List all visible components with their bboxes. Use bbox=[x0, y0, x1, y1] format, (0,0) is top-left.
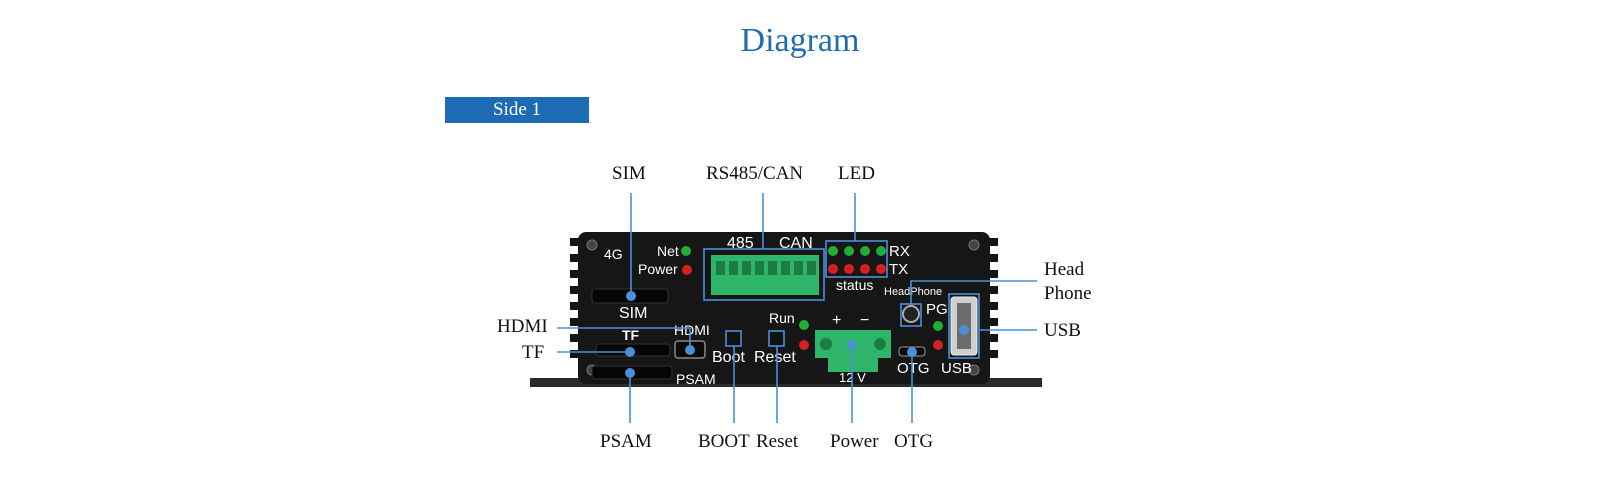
panel-power: Power bbox=[638, 261, 678, 277]
page-title: Diagram bbox=[740, 22, 860, 59]
leader-dots bbox=[625, 291, 969, 378]
callout-rs485-can: RS485/CAN bbox=[706, 163, 804, 184]
status-leds bbox=[828, 246, 886, 274]
side-tab: Side 1 bbox=[445, 97, 589, 123]
panel-plus: + bbox=[832, 312, 841, 329]
panel-run: Run bbox=[769, 310, 795, 326]
run-led bbox=[799, 320, 809, 330]
panel-pg: PG bbox=[926, 301, 948, 318]
pg-led bbox=[933, 321, 943, 331]
callout-headphone-line1: Head bbox=[1044, 259, 1085, 280]
panel-minus: − bbox=[860, 312, 869, 329]
panel-net: Net bbox=[657, 243, 679, 259]
panel-tx: TX bbox=[889, 261, 908, 278]
panel-otg: OTG bbox=[897, 360, 930, 377]
panel-can: CAN bbox=[779, 235, 813, 252]
cooling-fins bbox=[570, 238, 998, 358]
panel-usb: USB bbox=[941, 360, 972, 377]
headphone-jack bbox=[902, 305, 920, 323]
panel-tf: TF bbox=[622, 327, 640, 343]
callout-sim: SIM bbox=[612, 163, 646, 184]
panel-boot: Boot bbox=[712, 349, 745, 366]
callout-reset: Reset bbox=[756, 431, 799, 452]
panel-reset: Reset bbox=[754, 349, 796, 366]
terminal-pins bbox=[716, 261, 816, 275]
callout-tf: TF bbox=[522, 342, 545, 363]
panel-headphone: HeadPhone bbox=[884, 286, 942, 298]
panel-rx: RX bbox=[889, 243, 910, 260]
callout-psam: PSAM bbox=[600, 431, 652, 452]
usb-highlight bbox=[948, 293, 980, 359]
panel-4g: 4G bbox=[604, 246, 623, 262]
rs485-highlight bbox=[703, 248, 825, 301]
callout-led: LED bbox=[838, 163, 875, 184]
callout-power: Power bbox=[830, 431, 879, 452]
callout-hdmi: HDMI bbox=[497, 316, 548, 337]
callout-usb: USB bbox=[1044, 320, 1081, 341]
power-terminal-base bbox=[828, 356, 878, 372]
callout-otg: OTG bbox=[894, 431, 934, 452]
panel-psam: PSAM bbox=[676, 371, 716, 387]
panel-485: 485 bbox=[727, 235, 754, 252]
led-highlight bbox=[825, 240, 888, 278]
net-led bbox=[681, 246, 691, 256]
panel-sim: SIM bbox=[619, 305, 647, 322]
callout-headphone-line2: Phone bbox=[1044, 283, 1092, 304]
pg-red-led bbox=[933, 340, 943, 350]
reset-button bbox=[768, 330, 785, 347]
callout-boot: BOOT bbox=[698, 431, 750, 452]
run-red-led bbox=[799, 340, 809, 350]
panel-hdmi: HDMI bbox=[674, 322, 710, 338]
power-led bbox=[682, 265, 692, 275]
panel-status: status bbox=[836, 277, 873, 293]
boot-button bbox=[725, 330, 742, 347]
